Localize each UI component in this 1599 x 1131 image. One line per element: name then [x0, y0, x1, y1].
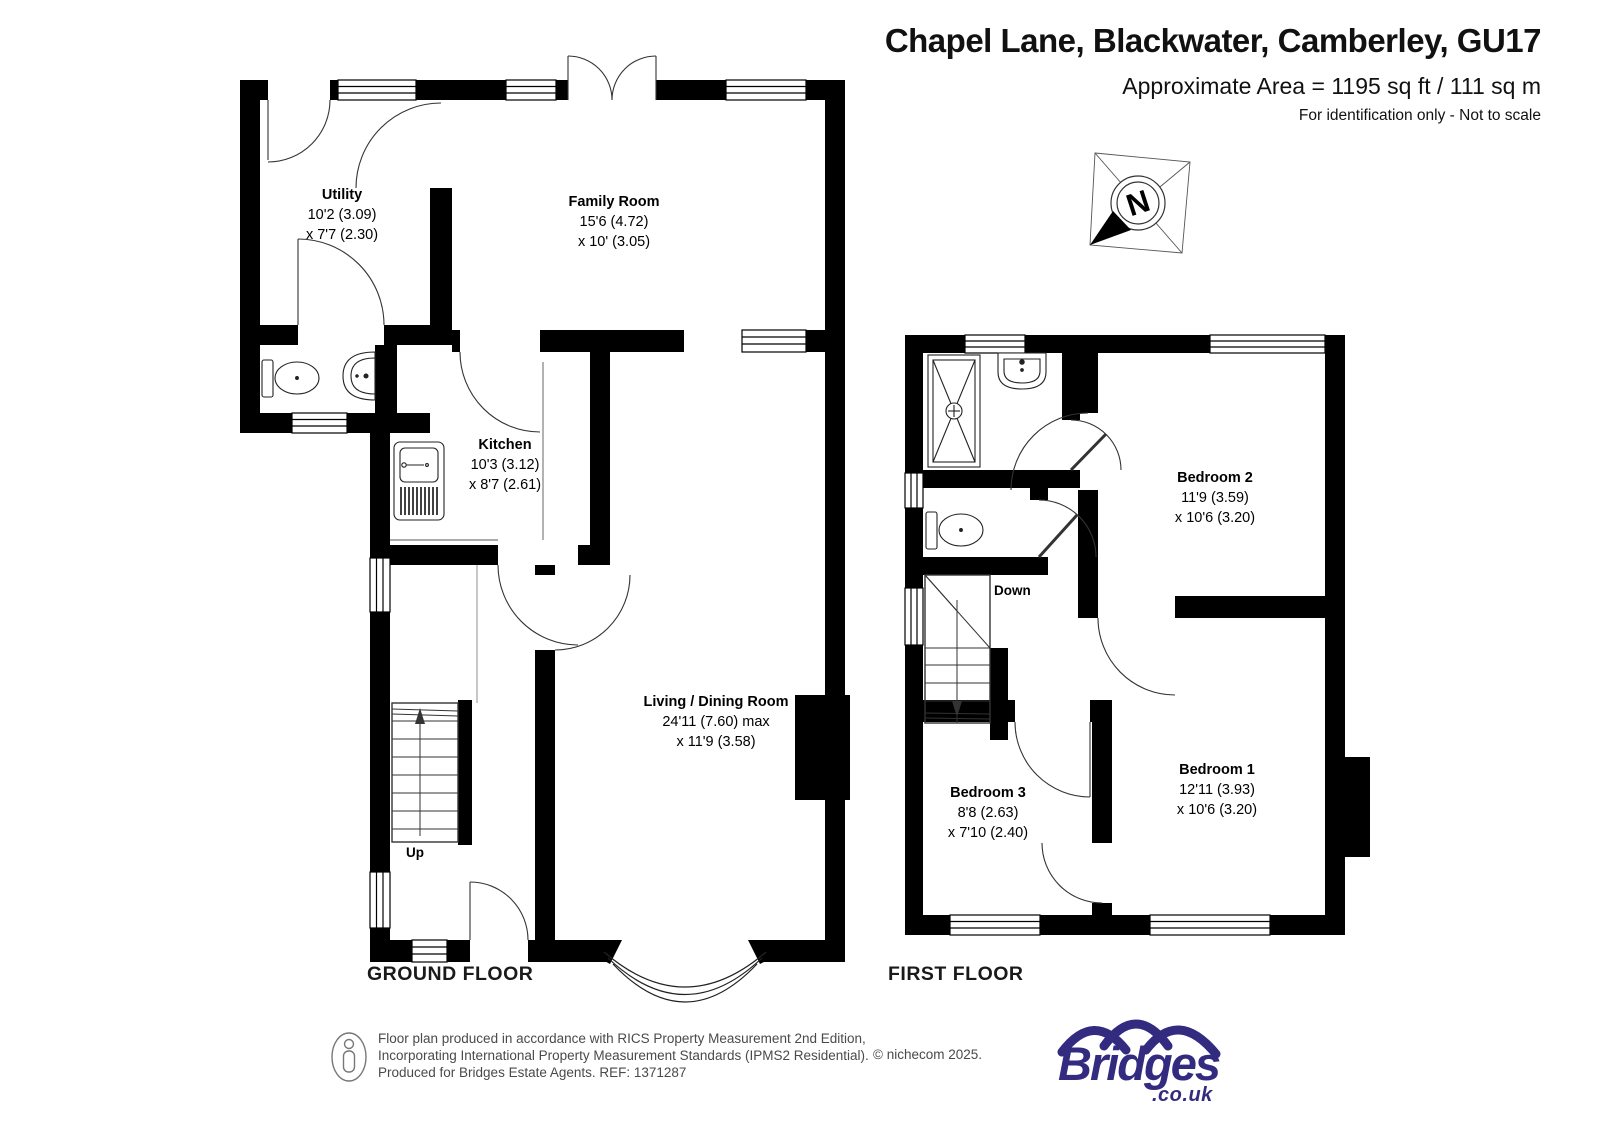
room-label-living: Living / Dining Room 24'11 (7.60) max x …	[643, 694, 789, 750]
stairs-down-label: Down	[994, 583, 1031, 598]
bridges-logo-arcs-icon	[1057, 1019, 1221, 1059]
kitchen-appliance-icon	[400, 487, 438, 515]
room-label-utility: Utility 10'2 (3.09) x 7'7 (2.30)	[305, 187, 379, 243]
stairs-up-label: Up	[406, 845, 424, 860]
ground-walls	[240, 80, 850, 964]
kitchen-fixtures	[390, 362, 544, 541]
page-title: Chapel Lane, Blackwater, Camberley, GU17	[884, 22, 1542, 59]
compass-rose-icon: N	[1089, 152, 1191, 254]
basin-icon	[997, 352, 1047, 390]
room-label-kitchen: Kitchen 10'3 (3.12) x 8'7 (2.61)	[468, 437, 542, 493]
toilet-icon	[261, 359, 320, 398]
gf-wc-fixtures	[261, 351, 376, 401]
shower-tray-icon	[927, 354, 981, 468]
first-floor-plan	[904, 334, 1370, 936]
toilet-icon	[925, 511, 984, 550]
approx-area: Approximate Area = 1195 sq ft / 111 sq m	[1122, 73, 1541, 99]
stairs-icon	[391, 565, 478, 843]
footer-disclaimer: Floor plan produced in accordance with R…	[378, 1031, 869, 1080]
ff-bath-fixtures	[925, 352, 1047, 550]
kitchen-sink-icon	[393, 441, 445, 521]
room-label-bedroom2: Bedroom 2 11'9 (3.59) x 10'6 (3.20)	[1174, 470, 1256, 526]
room-label-bedroom3: Bedroom 3 8'8 (2.63) x 7'10 (2.40)	[947, 785, 1029, 841]
person-icon	[331, 1032, 367, 1082]
bay-window-icon	[603, 951, 767, 1003]
bridges-logo-wordmark: Bridges	[1058, 1037, 1221, 1090]
ground-doors	[267, 55, 657, 941]
bridges-logo-domain: .co.uk	[1152, 1084, 1213, 1106]
ground-floor-plan	[240, 55, 850, 1003]
basin-icon	[342, 351, 376, 401]
scale-disclaimer: For identification only - Not to scale	[1298, 107, 1541, 124]
room-label-family: Family Room 15'6 (4.72) x 10' (3.05)	[568, 194, 660, 250]
ground-floor-label: GROUND FLOOR	[367, 963, 534, 985]
ground-windows	[291, 79, 807, 963]
first-windows	[904, 334, 1326, 936]
stairs-down-icon	[924, 574, 991, 724]
first-walls	[905, 335, 1370, 935]
first-doors	[1010, 412, 1176, 904]
room-label-bedroom1: Bedroom 1 12'11 (3.93) x 10'6 (3.20)	[1176, 762, 1258, 818]
first-floor-label: FIRST FLOOR	[888, 963, 1024, 985]
copyright: © nichecom 2025.	[873, 1047, 983, 1062]
